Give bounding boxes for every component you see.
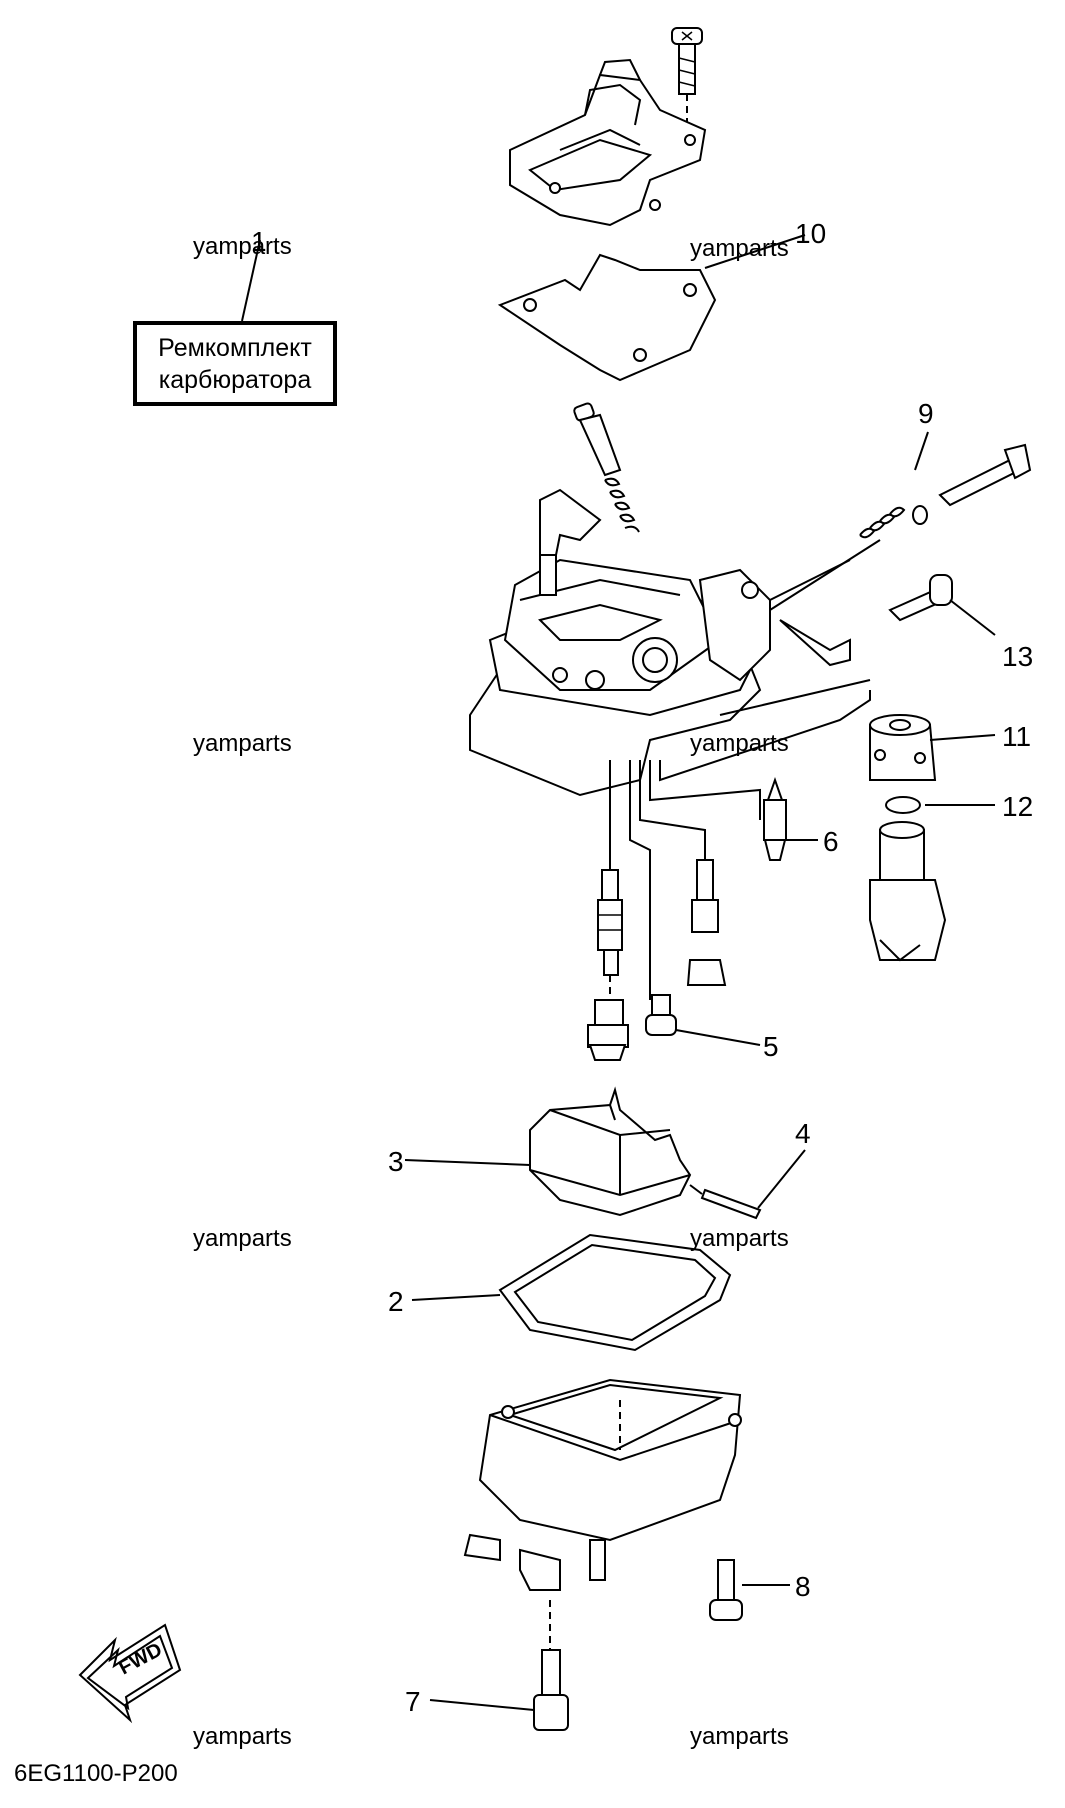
float [529, 1086, 692, 1217]
callout-10: 10 [795, 218, 827, 249]
watermark: yamparts [690, 1723, 789, 1750]
carburetor-body [469, 402, 1032, 1000]
callout-12: 12 [1002, 791, 1034, 822]
callout-1: 1 [251, 226, 267, 257]
callout-3: 3 [388, 1146, 404, 1177]
watermark: yamparts [193, 1723, 292, 1750]
drain-plug [533, 1649, 569, 1731]
drain-screw [645, 994, 677, 1036]
watermark: yamparts [690, 1225, 789, 1252]
callout-2: 2 [388, 1286, 404, 1317]
main-nozzle [587, 869, 629, 1061]
watermark: yamparts [690, 235, 789, 262]
fwd-arrow [78, 1623, 182, 1724]
callout-8: 8 [795, 1571, 811, 1602]
callout-7: 7 [405, 1686, 421, 1717]
float-bowl [463, 1378, 742, 1650]
needle-valve [763, 776, 787, 861]
callout-13: 13 [1002, 641, 1034, 672]
fuel-inlet [869, 714, 947, 962]
watermark: yamparts [193, 1225, 292, 1252]
callout-11: 11 [1002, 721, 1032, 752]
top-gasket [497, 253, 717, 382]
callout-4: 4 [795, 1118, 811, 1149]
watermark: yamparts [690, 730, 789, 757]
float-bowl-gasket [498, 1233, 732, 1352]
repair-kit-label-line2: карбюратора [158, 365, 312, 394]
top-cover [509, 58, 707, 227]
pilot-jet [686, 859, 727, 986]
repair-kit-label-line1: Ремкомплект [158, 333, 312, 362]
repair-kit-label: Ремкомплект карбюратора [133, 321, 337, 406]
watermark: yamparts [193, 233, 292, 260]
diagram-code: 6EG1100-P200 [14, 1760, 178, 1787]
callout-9: 9 [918, 398, 934, 429]
watermark: yamparts [193, 730, 292, 757]
float-pin [700, 1188, 762, 1220]
bowl-screw [709, 1559, 743, 1621]
callout-5: 5 [763, 1031, 779, 1062]
callout-6: 6 [823, 826, 839, 857]
